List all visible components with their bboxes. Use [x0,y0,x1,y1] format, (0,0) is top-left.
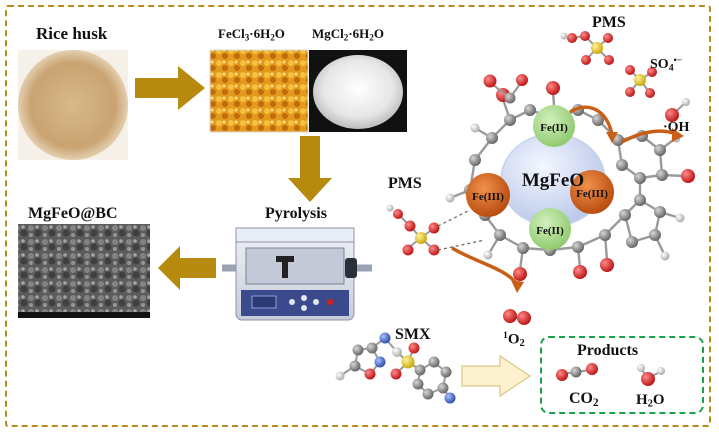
hydroxyl-radical-label: ·OH [663,120,690,135]
oh-oxygen [665,108,679,122]
arrow-down [288,136,332,202]
mgfeo-center-label: MgFeO [522,170,584,191]
mgcl2-label: MgCl2·6H2O [312,26,384,42]
fecl3-tail: ·6H [249,26,271,41]
singlet-sup: 1 [503,330,508,341]
fe2-top-label: Fe(II) [540,122,568,134]
fecl3-sub2: 2 [270,32,275,43]
mgcl2-end: O [373,26,384,41]
mgcl2-text: MgCl [312,26,344,41]
h2o-label: H2O [636,392,665,410]
fe3-left-node [466,173,510,217]
fecl3-label: FeCl3·6H2O [218,26,285,42]
mgfeo-bc-label: MgFeO@BC [28,205,118,222]
fe3-left-label: Fe(III) [472,191,504,203]
singlet-sub: 2 [519,337,525,349]
so4-radical-label: SO4•− [650,55,682,73]
singlet-text: O [507,331,520,348]
oh-hydrogen [682,98,690,106]
fecl3-sub: 3 [244,32,250,43]
mgcl2-sub: 2 [343,32,349,43]
smx-label: SMX [395,326,431,343]
products-box [540,336,704,414]
outer-dashed-frame [5,5,711,427]
fecl3-photo [210,50,308,132]
fe3-right-label: Fe(III) [576,188,608,200]
fe3-right-node [570,170,614,214]
fe2-bottom-node [529,208,571,250]
pyrolysis-label: Pyrolysis [265,205,327,222]
mgcl2-tail: ·6H [348,26,370,41]
co2-molecule [556,363,598,381]
fe2-bottom-label: Fe(II) [536,225,564,237]
singlet-oxygen-label: 1O2 [503,330,525,349]
h2o-end: O [652,392,665,408]
arrow-right-1 [135,66,205,110]
rice-husk-image [18,50,128,160]
singlet-o2-atom-2 [517,311,531,325]
arrowhead-3 [511,280,524,293]
fe2-top-node [533,105,575,147]
mgcl2-sub2: 2 [369,32,374,43]
co2-text: CO [569,390,593,407]
rice-husk-label: Rice husk [36,24,108,43]
so4-sup: •− [673,55,682,65]
smx-atoms [335,332,456,404]
pms-molecule-left [397,213,435,251]
products-label: Products [577,342,639,359]
so4-sub: 4 [668,62,674,74]
pms-left-label: PMS [388,175,422,192]
so4-text: SO [650,57,669,72]
electron-transfer-arrows [451,105,677,286]
arrowhead-1 [606,132,618,143]
h2o-molecule [637,364,665,386]
fecl3-end: O [274,26,285,41]
arrow-to-products [461,354,532,398]
tube-furnace [222,227,372,321]
singlet-o2-atom-1 [503,309,517,323]
sem-image [18,224,150,318]
arrow-left [158,246,216,290]
co2-sub: 2 [593,396,599,409]
co2-label: CO2 [569,390,599,409]
pms-top-label: PMS [592,14,626,31]
fecl3-text: FeCl [218,26,245,41]
h2o-text: H [636,392,648,408]
mgcl2-powder [313,55,403,129]
h2o-sub: 2 [647,398,653,410]
arrowhead-2 [672,128,684,142]
